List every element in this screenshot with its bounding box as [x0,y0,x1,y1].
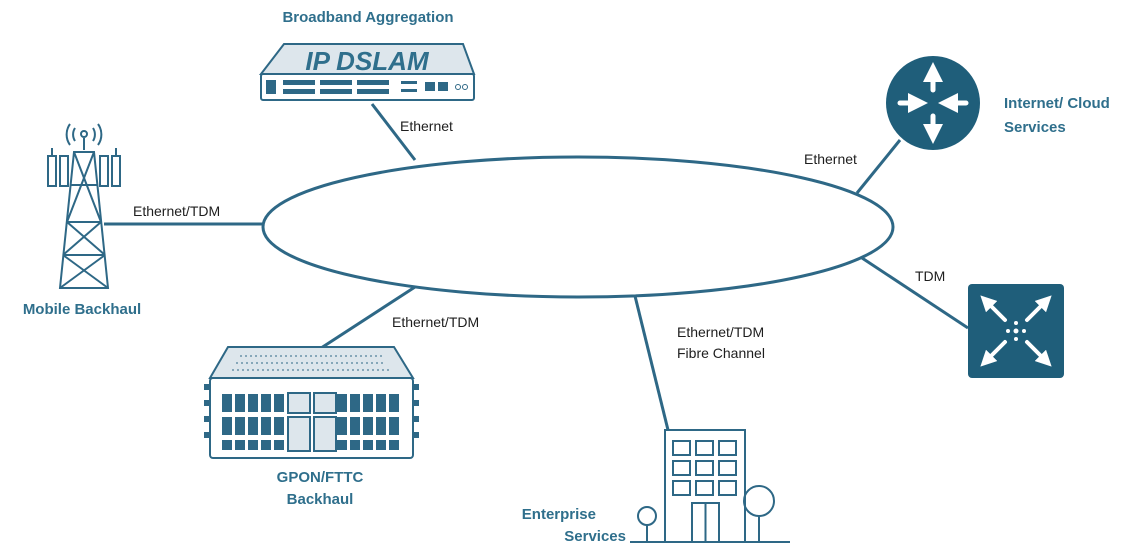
gpon-fttc-title-line1: GPON/FTTC [277,469,364,486]
link-internet [855,139,902,194]
broadband-aggregation-title: Broadband Aggregation [282,9,453,26]
gpon-fttc-title-line2: Backhaul [287,491,354,508]
connection-lines [104,103,969,431]
switch-icon [968,284,1064,378]
core-ring [261,155,895,299]
mobile-backhaul-title: Mobile Backhaul [23,301,141,318]
link-label-internet: Ethernet [804,151,857,167]
link-label-gpon: Ethernet/TDM [392,314,479,330]
link-label-mobile: Ethernet/TDM [133,203,220,219]
link-tdm [861,256,969,330]
link-label-enterprise-line1: Ethernet/TDM [677,324,764,340]
ip-dslam-label: IP DSLAM [305,46,430,76]
link-enterprise [633,295,670,431]
link-broadband [370,103,417,161]
office-building-icon [630,429,790,543]
internet-cloud-title-line2: Services [1004,119,1066,136]
link-label-tdm: TDM [915,268,945,284]
router-icon [886,56,980,150]
chassis-icon [204,346,419,459]
enterprise-title-line1: Enterprise [522,506,596,523]
cell-tower-icon [47,123,121,289]
enterprise-title-line2: Services [564,528,626,545]
ip-dslam-icon: IP DSLAM [258,43,476,101]
link-label-broadband: Ethernet [400,118,453,134]
link-label-enterprise-line2: Fibre Channel [677,345,765,361]
link-gpon [317,285,416,352]
internet-cloud-title-line1: Internet/ Cloud [1004,95,1110,112]
